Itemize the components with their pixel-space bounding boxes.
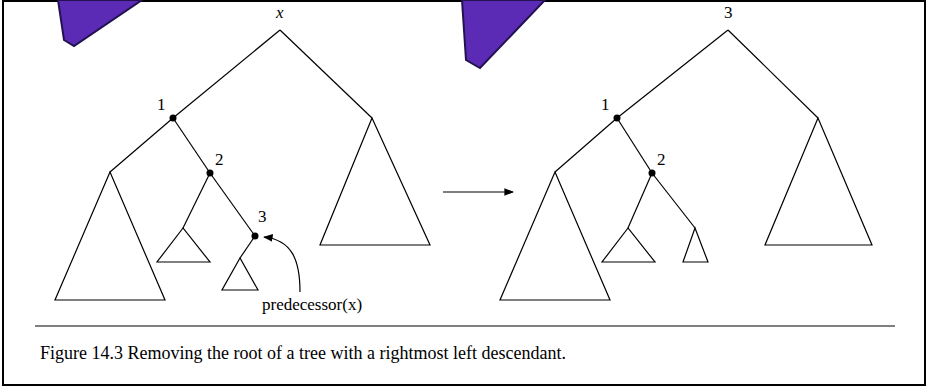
pointer-label: predecessor(x) bbox=[262, 296, 362, 313]
node-number: 2 bbox=[657, 151, 666, 168]
subtree bbox=[55, 172, 165, 300]
tree-node bbox=[252, 233, 259, 240]
node-number: 1 bbox=[157, 96, 166, 113]
decor-bolt bbox=[58, 0, 142, 46]
tree-edge bbox=[280, 30, 372, 118]
tree-edge bbox=[240, 236, 255, 258]
tree-edge bbox=[617, 30, 728, 118]
tree-edge bbox=[210, 173, 255, 236]
root-label: x bbox=[276, 4, 284, 21]
subtree bbox=[765, 118, 872, 245]
root-label: 3 bbox=[724, 4, 733, 21]
tree-node bbox=[170, 115, 177, 122]
node-number: 1 bbox=[601, 96, 610, 113]
subtree bbox=[157, 228, 210, 262]
tree-edge bbox=[110, 118, 173, 172]
subtree bbox=[683, 228, 708, 262]
tree-edge bbox=[173, 118, 210, 173]
decor-bolt bbox=[462, 0, 545, 68]
subtree bbox=[320, 118, 430, 245]
tree-node bbox=[649, 170, 656, 177]
figure-caption: Figure 14.3 Removing the root of a tree … bbox=[40, 343, 566, 365]
subtree bbox=[222, 258, 258, 290]
tree-edge bbox=[628, 173, 652, 228]
tree-edge bbox=[652, 173, 695, 228]
node-number: 2 bbox=[215, 151, 224, 168]
subtree bbox=[500, 172, 610, 300]
frame bbox=[3, 1, 925, 385]
tree-edge bbox=[173, 30, 280, 118]
node-number: 3 bbox=[258, 208, 267, 225]
tree-node bbox=[207, 170, 214, 177]
tree-edge bbox=[728, 30, 818, 118]
tree-edge bbox=[555, 118, 617, 172]
tree-node bbox=[614, 115, 621, 122]
tree-edge bbox=[183, 173, 210, 228]
tree-edge bbox=[617, 118, 652, 173]
subtree bbox=[602, 228, 655, 262]
caption-rule bbox=[35, 326, 895, 327]
transform-arrow bbox=[443, 191, 513, 192]
leader-arrow bbox=[264, 237, 300, 292]
